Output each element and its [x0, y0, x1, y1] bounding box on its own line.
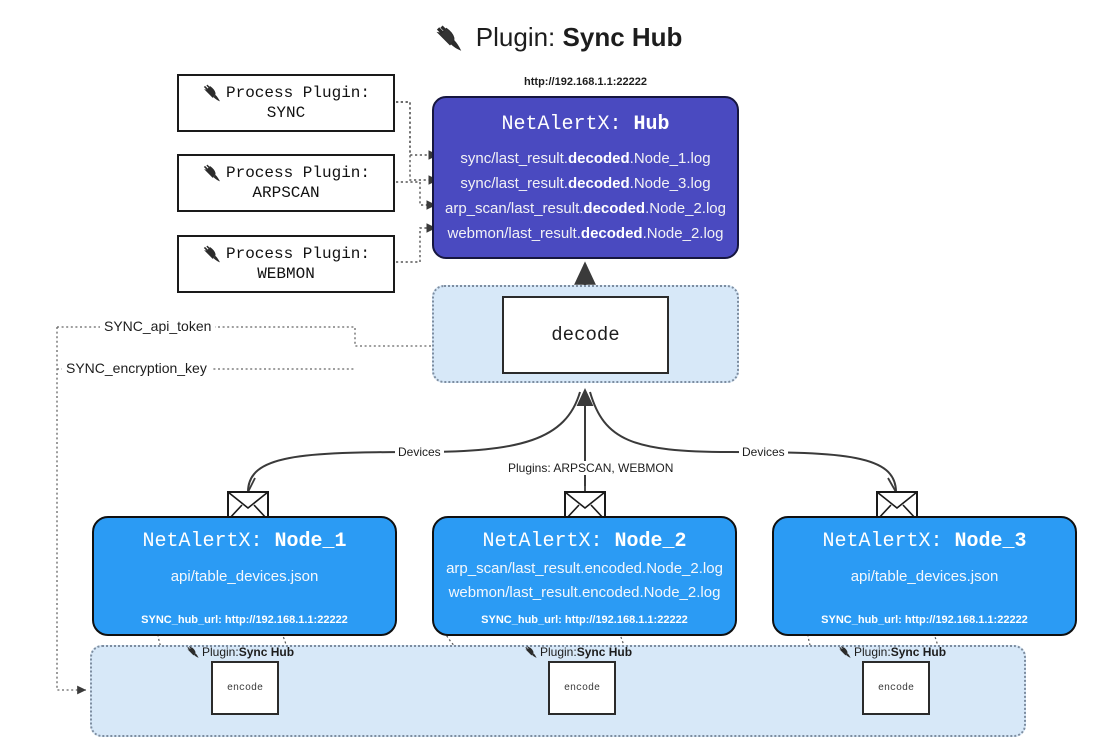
hub-log-post: .Node_2.log [645, 200, 726, 217]
node-3[interactable]: NetAlertX: Node_3 api/table_devices.json… [772, 516, 1077, 636]
plug-icon [202, 244, 222, 264]
node-title: NetAlertX: Node_2 [434, 530, 735, 553]
node-resource-line: arp_scan/last_result.encoded.Node_2.log [446, 560, 723, 577]
encoder-caption-prefix: Plugin: [854, 645, 891, 659]
hub-log-post: .Node_3.log [629, 175, 711, 192]
encoder-caption-name: Sync Hub [890, 645, 947, 659]
decode-box[interactable]: decode [502, 296, 669, 374]
encoder-caption-prefix: Plugin: [540, 645, 577, 659]
plug-icon [838, 645, 852, 659]
node-title: NetAlertX: Node_3 [774, 530, 1075, 553]
hub-log-pre: webmon/last_result. [447, 225, 581, 242]
node-title: NetAlertX: Node_1 [94, 530, 395, 553]
node-title-name: Node_2 [614, 530, 687, 553]
node-title-prefix: NetAlertX: [482, 530, 615, 553]
plug-icon [186, 645, 200, 659]
node-resource-line: webmon/last_result.encoded.Node_2.log [448, 584, 721, 601]
hub-title: NetAlertX: Hub [434, 113, 737, 136]
hub-url-label: http://192.168.1.1:22222 [524, 76, 647, 88]
hub-log-em: decoded [583, 200, 646, 217]
node-hub-url: SYNC_hub_url: http://192.168.1.1:22222 [481, 614, 688, 626]
hub-log-pre: sync/last_result. [460, 150, 568, 167]
plug-icon [524, 645, 538, 659]
hub-log-line: webmon/last_result.decoded.Node_2.log [434, 221, 737, 246]
encode-box-2[interactable]: encode [548, 661, 616, 715]
node-hub-url: SYNC_hub_url: http://192.168.1.1:22222 [141, 614, 348, 626]
node-hub-url: SYNC_hub_url: http://192.168.1.1:22222 [821, 614, 1028, 626]
encode-box-3[interactable]: encode [862, 661, 930, 715]
envelope-icon [876, 491, 918, 521]
plug-icon [435, 24, 463, 62]
sync-encryption-key-label: SYNC_encryption_key [62, 360, 211, 376]
node-title-name: Node_3 [954, 530, 1027, 553]
encoder-caption-prefix: Plugin: [202, 645, 239, 659]
encoder-caption-3: Plugin: Sync Hub [838, 645, 946, 659]
encoder-caption-1: Plugin: Sync Hub [186, 645, 294, 659]
process-plugin-name: SYNC [266, 104, 306, 122]
hub-log-em: decoded [580, 225, 643, 242]
hub-log-em: decoded [567, 150, 630, 167]
plug-icon [202, 83, 222, 103]
hub-log-pre: sync/last_result. [460, 175, 568, 192]
page-title: Plugin: Sync Hub [0, 18, 1117, 62]
hub-log-post: .Node_2.log [642, 225, 724, 242]
page-title-name: Sync Hub [562, 22, 683, 52]
process-plugin-label: Process Plugin: [225, 164, 371, 182]
node-title-prefix: NetAlertX: [822, 530, 955, 553]
encoder-caption-name: Sync Hub [238, 645, 295, 659]
hub-log-em: decoded [567, 175, 630, 192]
hub-node[interactable]: NetAlertX: Hub sync/last_result.decoded.… [432, 96, 739, 259]
hub-log-line: sync/last_result.decoded.Node_1.log [434, 146, 737, 171]
hub-log-post: .Node_1.log [629, 150, 711, 167]
edge-label-plugins: Plugins: ARPSCAN, WEBMON [505, 461, 677, 475]
node-2[interactable]: NetAlertX: Node_2 arp_scan/last_result.e… [432, 516, 737, 636]
hub-log-line: arp_scan/last_result.decoded.Node_2.log [434, 196, 737, 221]
edge-label-devices-left: Devices [395, 445, 444, 459]
page-title-prefix: Plugin: [475, 22, 563, 52]
encode-box-1[interactable]: encode [211, 661, 279, 715]
encoder-caption-2: Plugin: Sync Hub [524, 645, 632, 659]
plug-icon [202, 163, 222, 183]
node-1[interactable]: NetAlertX: Node_1 api/table_devices.json… [92, 516, 397, 636]
process-plugin-label: Process Plugin: [225, 84, 371, 102]
process-plugin-arpscan[interactable]: Process Plugin: ARPSCAN [177, 154, 395, 212]
process-plugin-name: ARPSCAN [252, 184, 320, 202]
node-title-prefix: NetAlertX: [142, 530, 275, 553]
process-plugin-webmon[interactable]: Process Plugin: WEBMON [177, 235, 395, 293]
hub-title-prefix: NetAlertX: [501, 113, 634, 136]
node-resource-line: api/table_devices.json [850, 568, 999, 585]
encoder-caption-name: Sync Hub [576, 645, 633, 659]
hub-log-pre: arp_scan/last_result. [445, 200, 584, 217]
process-plugin-sync[interactable]: Process Plugin: SYNC [177, 74, 395, 132]
sync-api-token-label: SYNC_api_token [100, 318, 216, 334]
process-plugin-label: Process Plugin: [225, 245, 371, 263]
edge-label-devices-right: Devices [739, 445, 788, 459]
hub-log-line: sync/last_result.decoded.Node_3.log [434, 171, 737, 196]
node-resource-line: api/table_devices.json [170, 568, 319, 585]
hub-title-name: Hub [633, 113, 670, 136]
process-plugin-name: WEBMON [257, 265, 315, 283]
node-title-name: Node_1 [274, 530, 347, 553]
